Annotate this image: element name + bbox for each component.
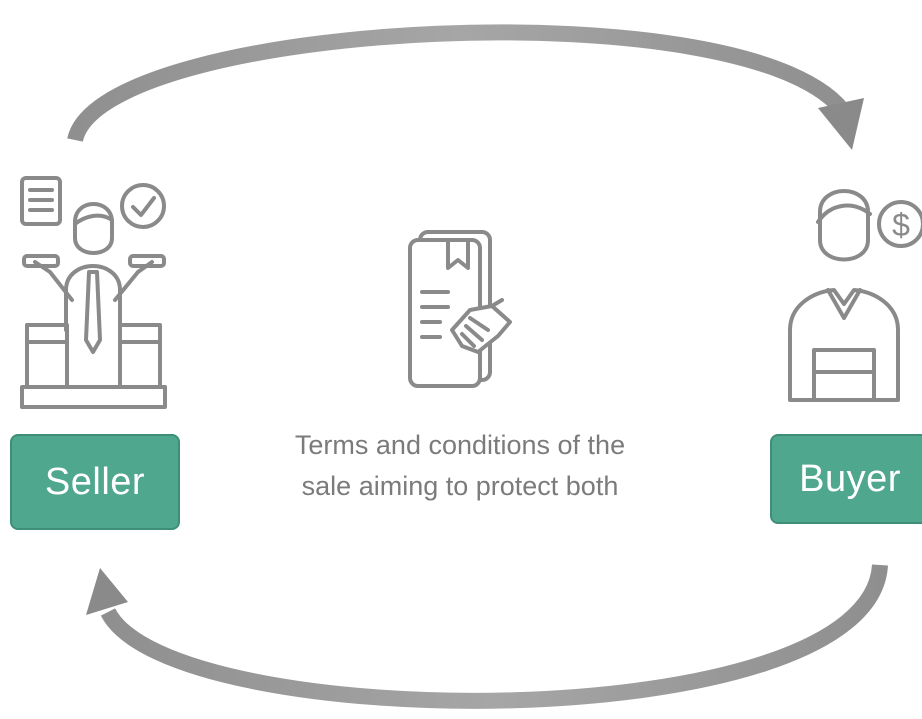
top-flow-arrow [67, 24, 864, 150]
seller-label-box: Seller [10, 434, 180, 530]
seller-person-icon [20, 176, 167, 409]
buyer-person-icon: $ [788, 189, 922, 402]
bottom-flow-arrow [86, 564, 888, 709]
contract-handshake-icon [408, 230, 512, 388]
seller-label: Seller [44, 460, 146, 503]
buyer-label-box: Buyer [770, 434, 922, 524]
caption-line-1: Terms and conditions of the [294, 430, 626, 460]
svg-text:$: $ [892, 207, 910, 243]
buyer-label: Buyer [799, 457, 901, 500]
caption-line-2: sale aiming to protect both [301, 471, 619, 501]
